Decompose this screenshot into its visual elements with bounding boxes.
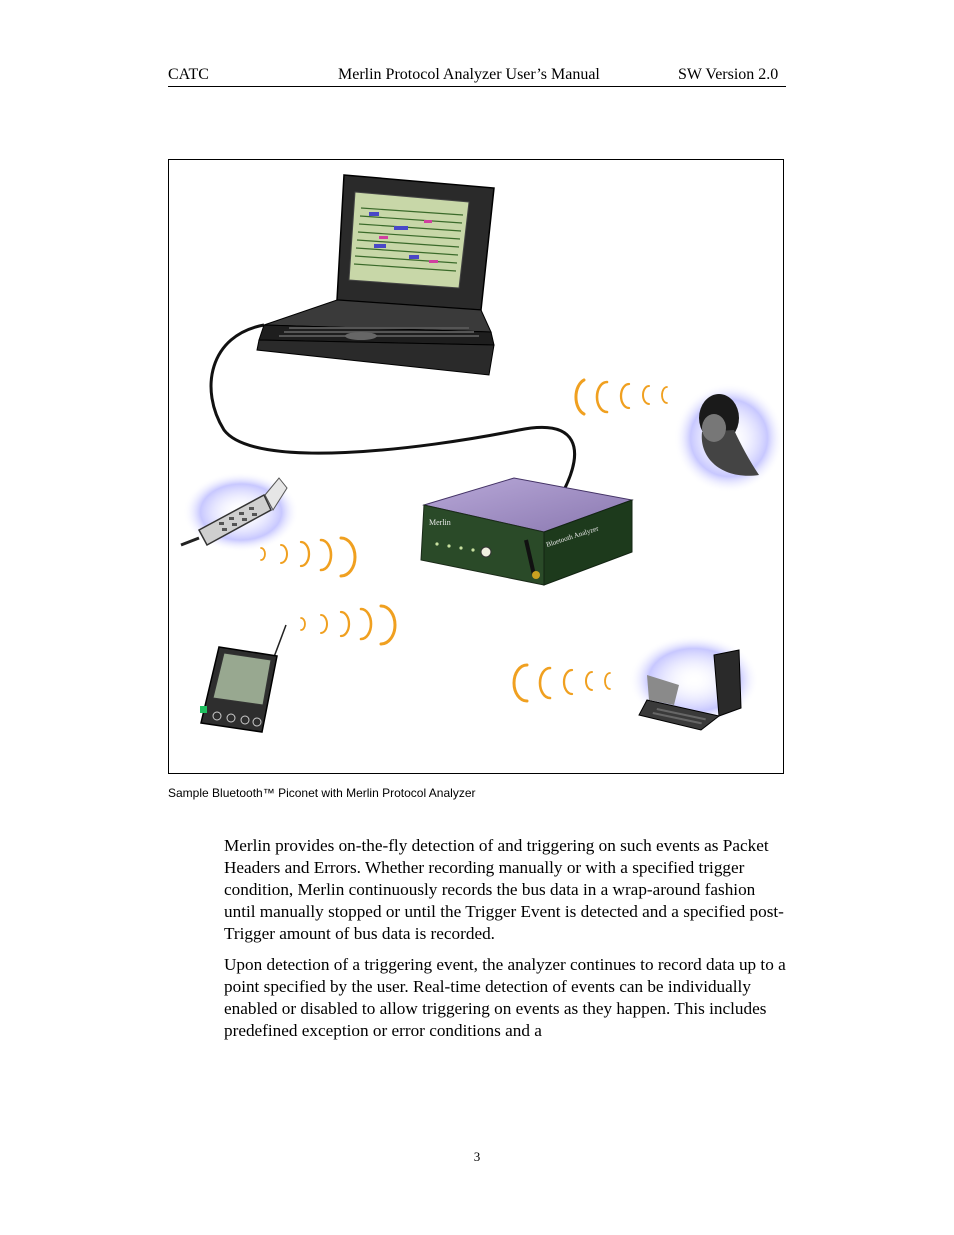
header-left-text: CATC [168,66,209,83]
figure-caption: Sample Bluetooth™ Piconet with Merlin Pr… [168,786,476,800]
cell-phone-icon [180,472,299,552]
body-paragraph-2: Upon detection of a triggering event, th… [224,955,786,1040]
piconet-figure: Merlin Bluetooth Analyzer [168,159,784,774]
header-version: SW Version 2.0 [678,66,779,83]
signal-wave-icon [260,378,668,703]
header-title: Merlin Protocol Analyzer User’s Manual [338,66,600,83]
pda-icon [200,624,287,733]
headset-user-icon [674,383,783,493]
header-rule [168,86,786,87]
laptop-icon [256,174,495,376]
body-paragraph-1: Merlin provides on-the-fly detection of … [224,836,784,943]
analyzer-box-icon: Merlin Bluetooth Analyzer [420,477,634,586]
antenna-icon [524,539,540,579]
laptop-user-icon [629,635,759,731]
analyzer-brand-label: Merlin [429,518,451,527]
piconet-illustration: Merlin Bluetooth Analyzer [180,174,783,733]
page-number: 3 [473,1149,481,1164]
cable-icon [209,323,577,491]
